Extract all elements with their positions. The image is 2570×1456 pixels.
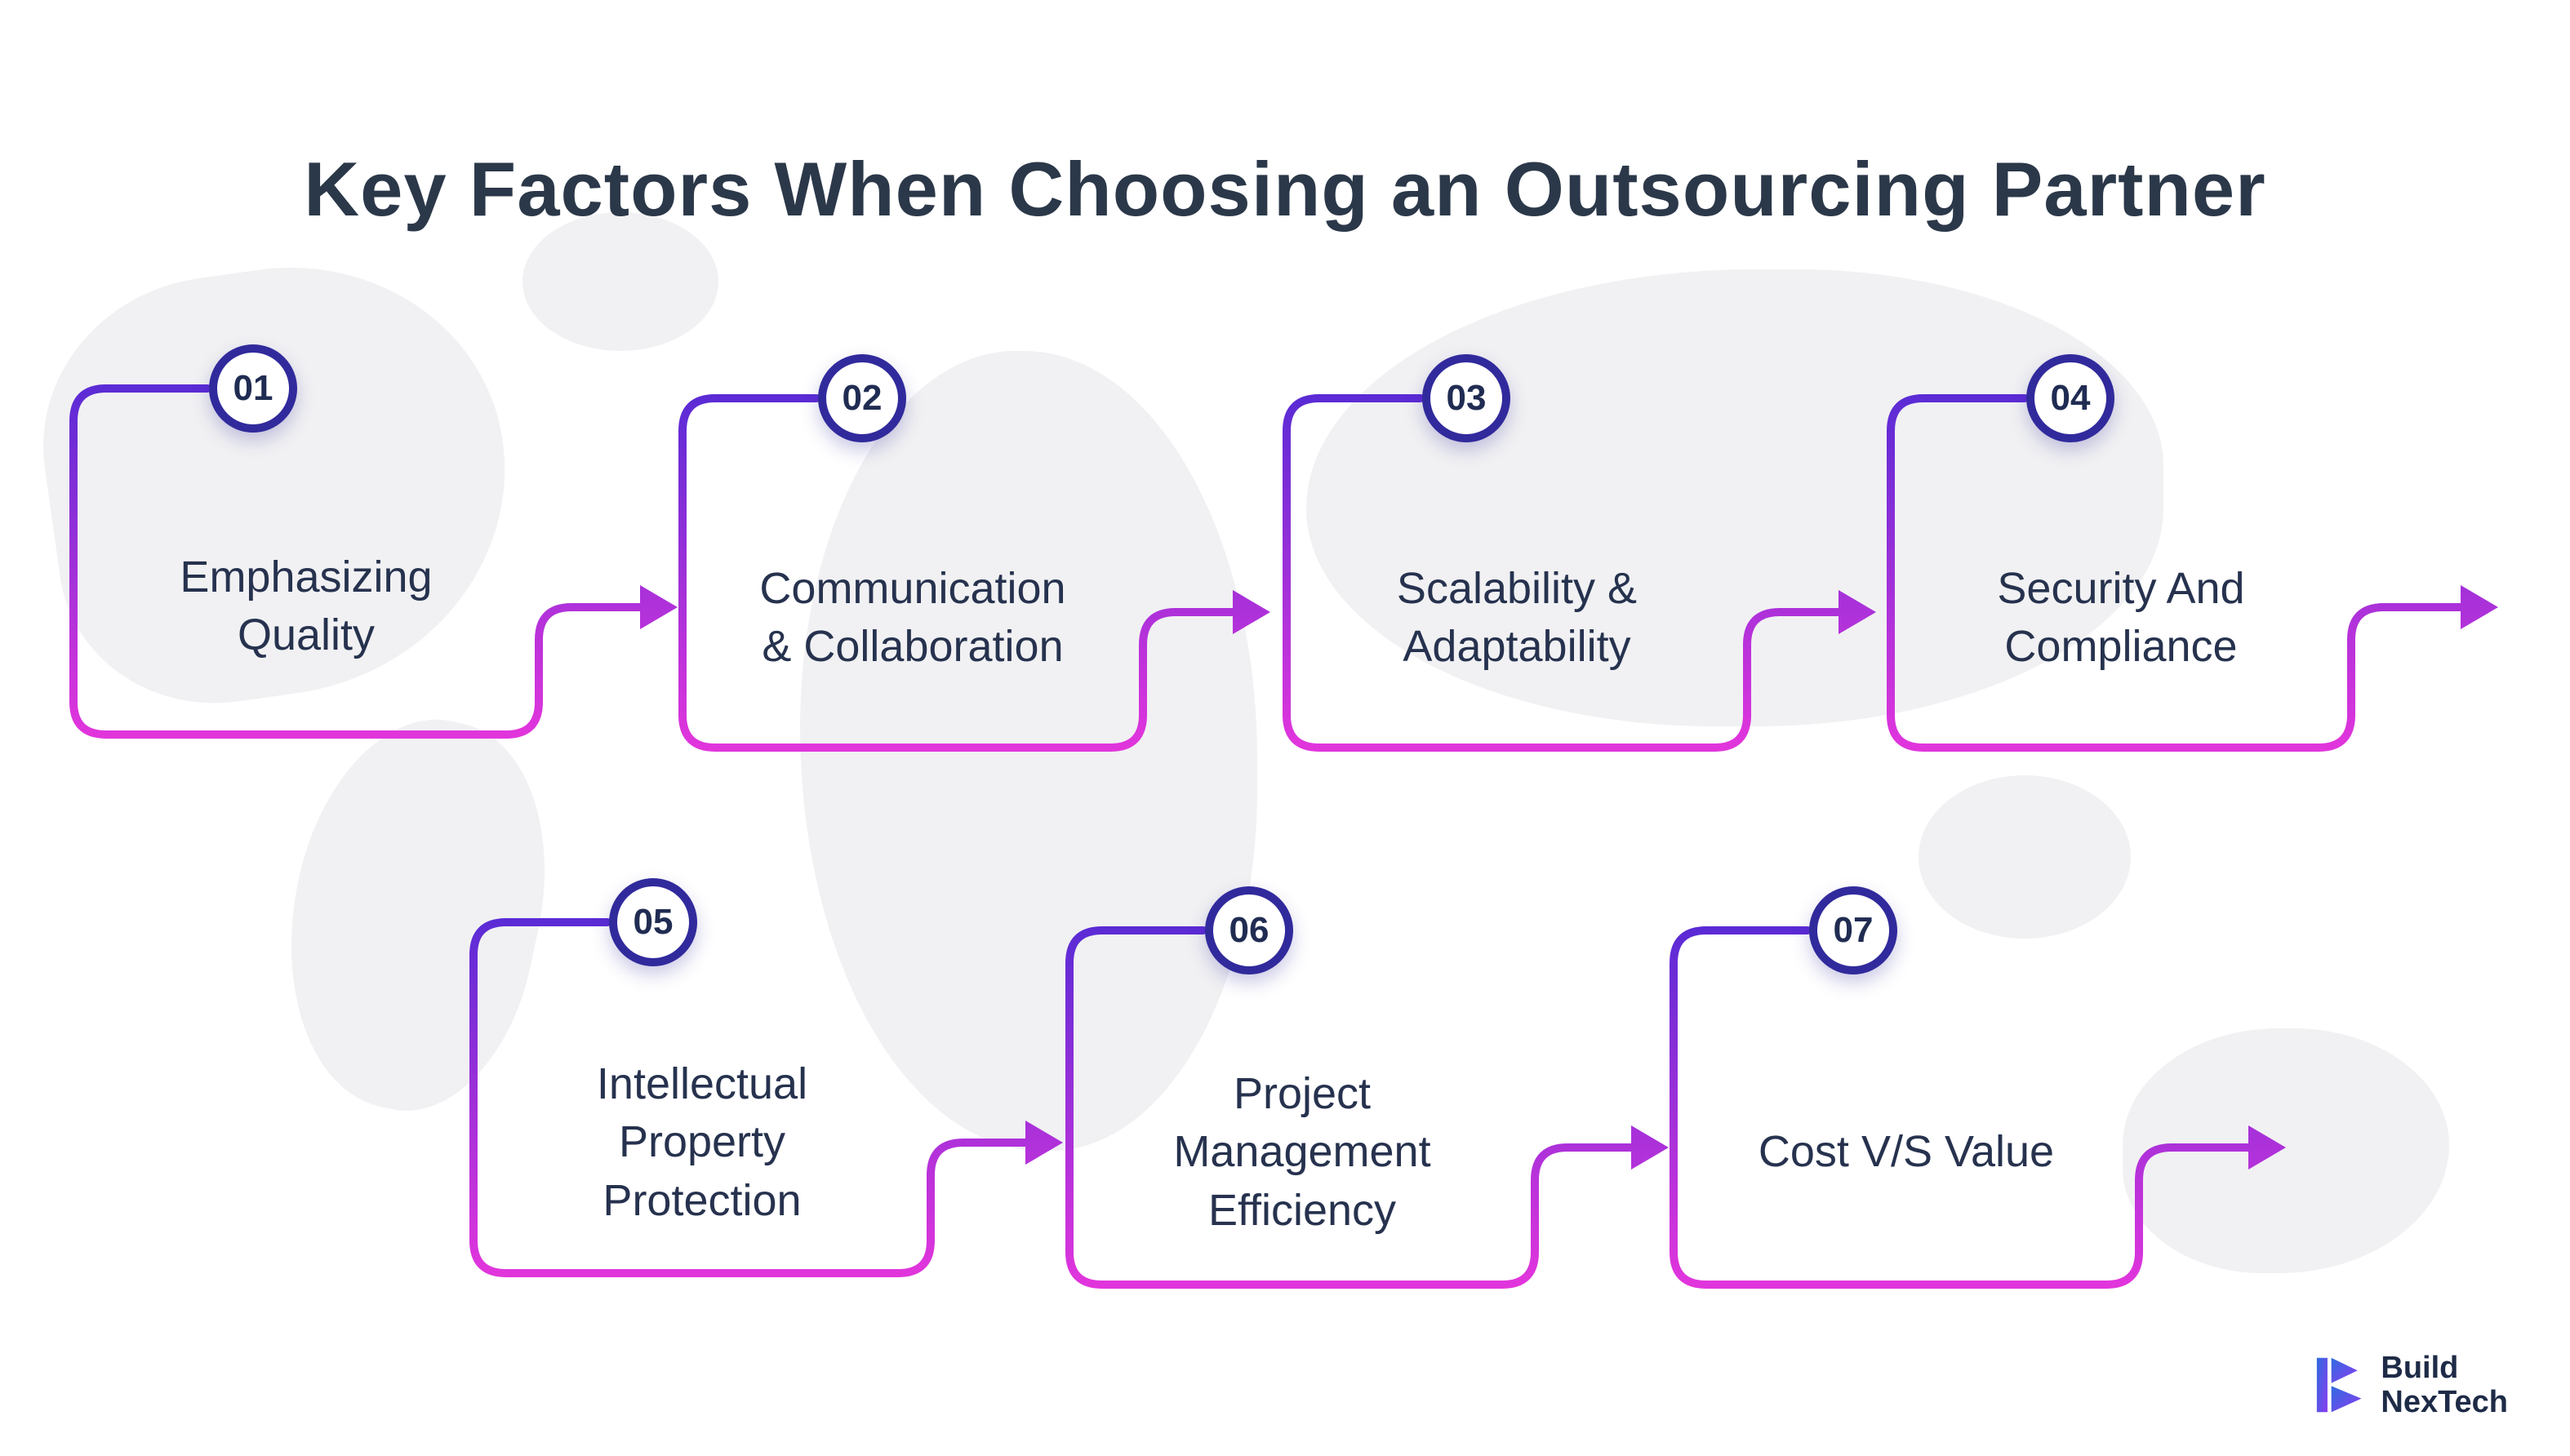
step-03-label: Scalability & Adaptability (1287, 398, 1747, 748)
step-02: 02 Communication & Collaboration (683, 354, 1143, 748)
step-number: 06 (1229, 910, 1269, 950)
flow-arrowhead (640, 585, 678, 629)
flow-arrowhead (1631, 1125, 1669, 1170)
logo-text-line1: Build (2381, 1350, 2459, 1385)
step-01: 01 Emphasizing Quality (73, 344, 539, 735)
step-05-number-badge: 05 (609, 878, 697, 966)
step-number: 01 (233, 368, 273, 408)
step-07: 07 Cost V/S Value (1674, 886, 2139, 1285)
label-line: Cost V/S Value (1758, 1127, 2055, 1177)
step-07-label: Cost V/S Value (1674, 930, 2139, 1285)
step-number: 03 (1446, 378, 1487, 418)
step-number: 02 (842, 378, 883, 418)
buildnextech-logo-icon (2317, 1358, 2362, 1413)
step-05: 05 Intellectual Property Protection (474, 878, 931, 1273)
step-06: 06 Project Management Efficiency (1069, 886, 1535, 1285)
step-02-number-badge: 02 (818, 354, 906, 442)
label-line: Adaptability (1403, 622, 1631, 671)
label-line: Scalability & (1396, 563, 1638, 613)
logo-text-line2: NexTech (2381, 1385, 2508, 1420)
step-number: 05 (633, 902, 674, 942)
step-bracket-outline (1283, 394, 1847, 752)
step-07-number-badge: 07 (1809, 886, 1897, 974)
step-04-number-badge: 04 (2026, 354, 2114, 442)
label-line: Intellectual (596, 1059, 808, 1109)
step-03-number-badge: 03 (1422, 354, 1510, 442)
logo-wordmark: Build NexTech (2381, 1351, 2508, 1420)
flow-arrowhead (1025, 1121, 1063, 1165)
label-line: Property (618, 1117, 786, 1167)
flow-arrowhead (2248, 1125, 2286, 1170)
step-bracket-outline (1065, 926, 1640, 1289)
step-01-number-badge: 01 (209, 344, 297, 433)
step-01-label: Emphasizing Quality (73, 388, 539, 735)
label-line: Quality (237, 610, 376, 659)
label-line: Compliance (2004, 622, 2238, 671)
step-04-label: Security And Compliance (1891, 398, 2351, 748)
flow-arrowhead (1233, 590, 1270, 634)
step-bracket-outline (69, 384, 649, 739)
step-06-label: Project Management Efficiency (1069, 930, 1535, 1285)
step-04: 04 Security And Compliance (1891, 354, 2351, 748)
label-line: Emphasizing (180, 552, 433, 601)
brand-logo: Build NexTech (2307, 1351, 2508, 1420)
step-bracket-outline (469, 918, 1034, 1277)
step-bracket-outline (678, 394, 1242, 752)
label-line: Protection (602, 1175, 802, 1225)
step-number: 04 (2050, 378, 2091, 418)
world-map-shape (522, 212, 718, 351)
label-line: Project (1233, 1069, 1372, 1119)
step-05-label: Intellectual Property Protection (474, 922, 931, 1273)
label-line: Communication (759, 563, 1066, 613)
step-bracket-outline (1887, 394, 2470, 752)
world-map-shape (1919, 775, 2131, 939)
flow-arrowhead (2461, 585, 2498, 629)
step-bracket-outline (1670, 926, 2257, 1289)
label-line: Security And (1997, 563, 2245, 613)
page-title: Key Factors When Choosing an Outsourcing… (304, 146, 2266, 232)
step-02-label: Communication & Collaboration (683, 398, 1143, 748)
flow-arrowhead (1839, 590, 1876, 634)
step-06-number-badge: 06 (1205, 886, 1293, 974)
label-line: Management (1173, 1127, 1431, 1177)
step-number: 07 (1833, 910, 1874, 950)
label-line: Efficiency (1207, 1185, 1397, 1235)
world-map-shape (1306, 269, 2163, 726)
step-03: 03 Scalability & Adaptability (1287, 354, 1747, 748)
label-line: & Collaboration (762, 622, 1064, 671)
